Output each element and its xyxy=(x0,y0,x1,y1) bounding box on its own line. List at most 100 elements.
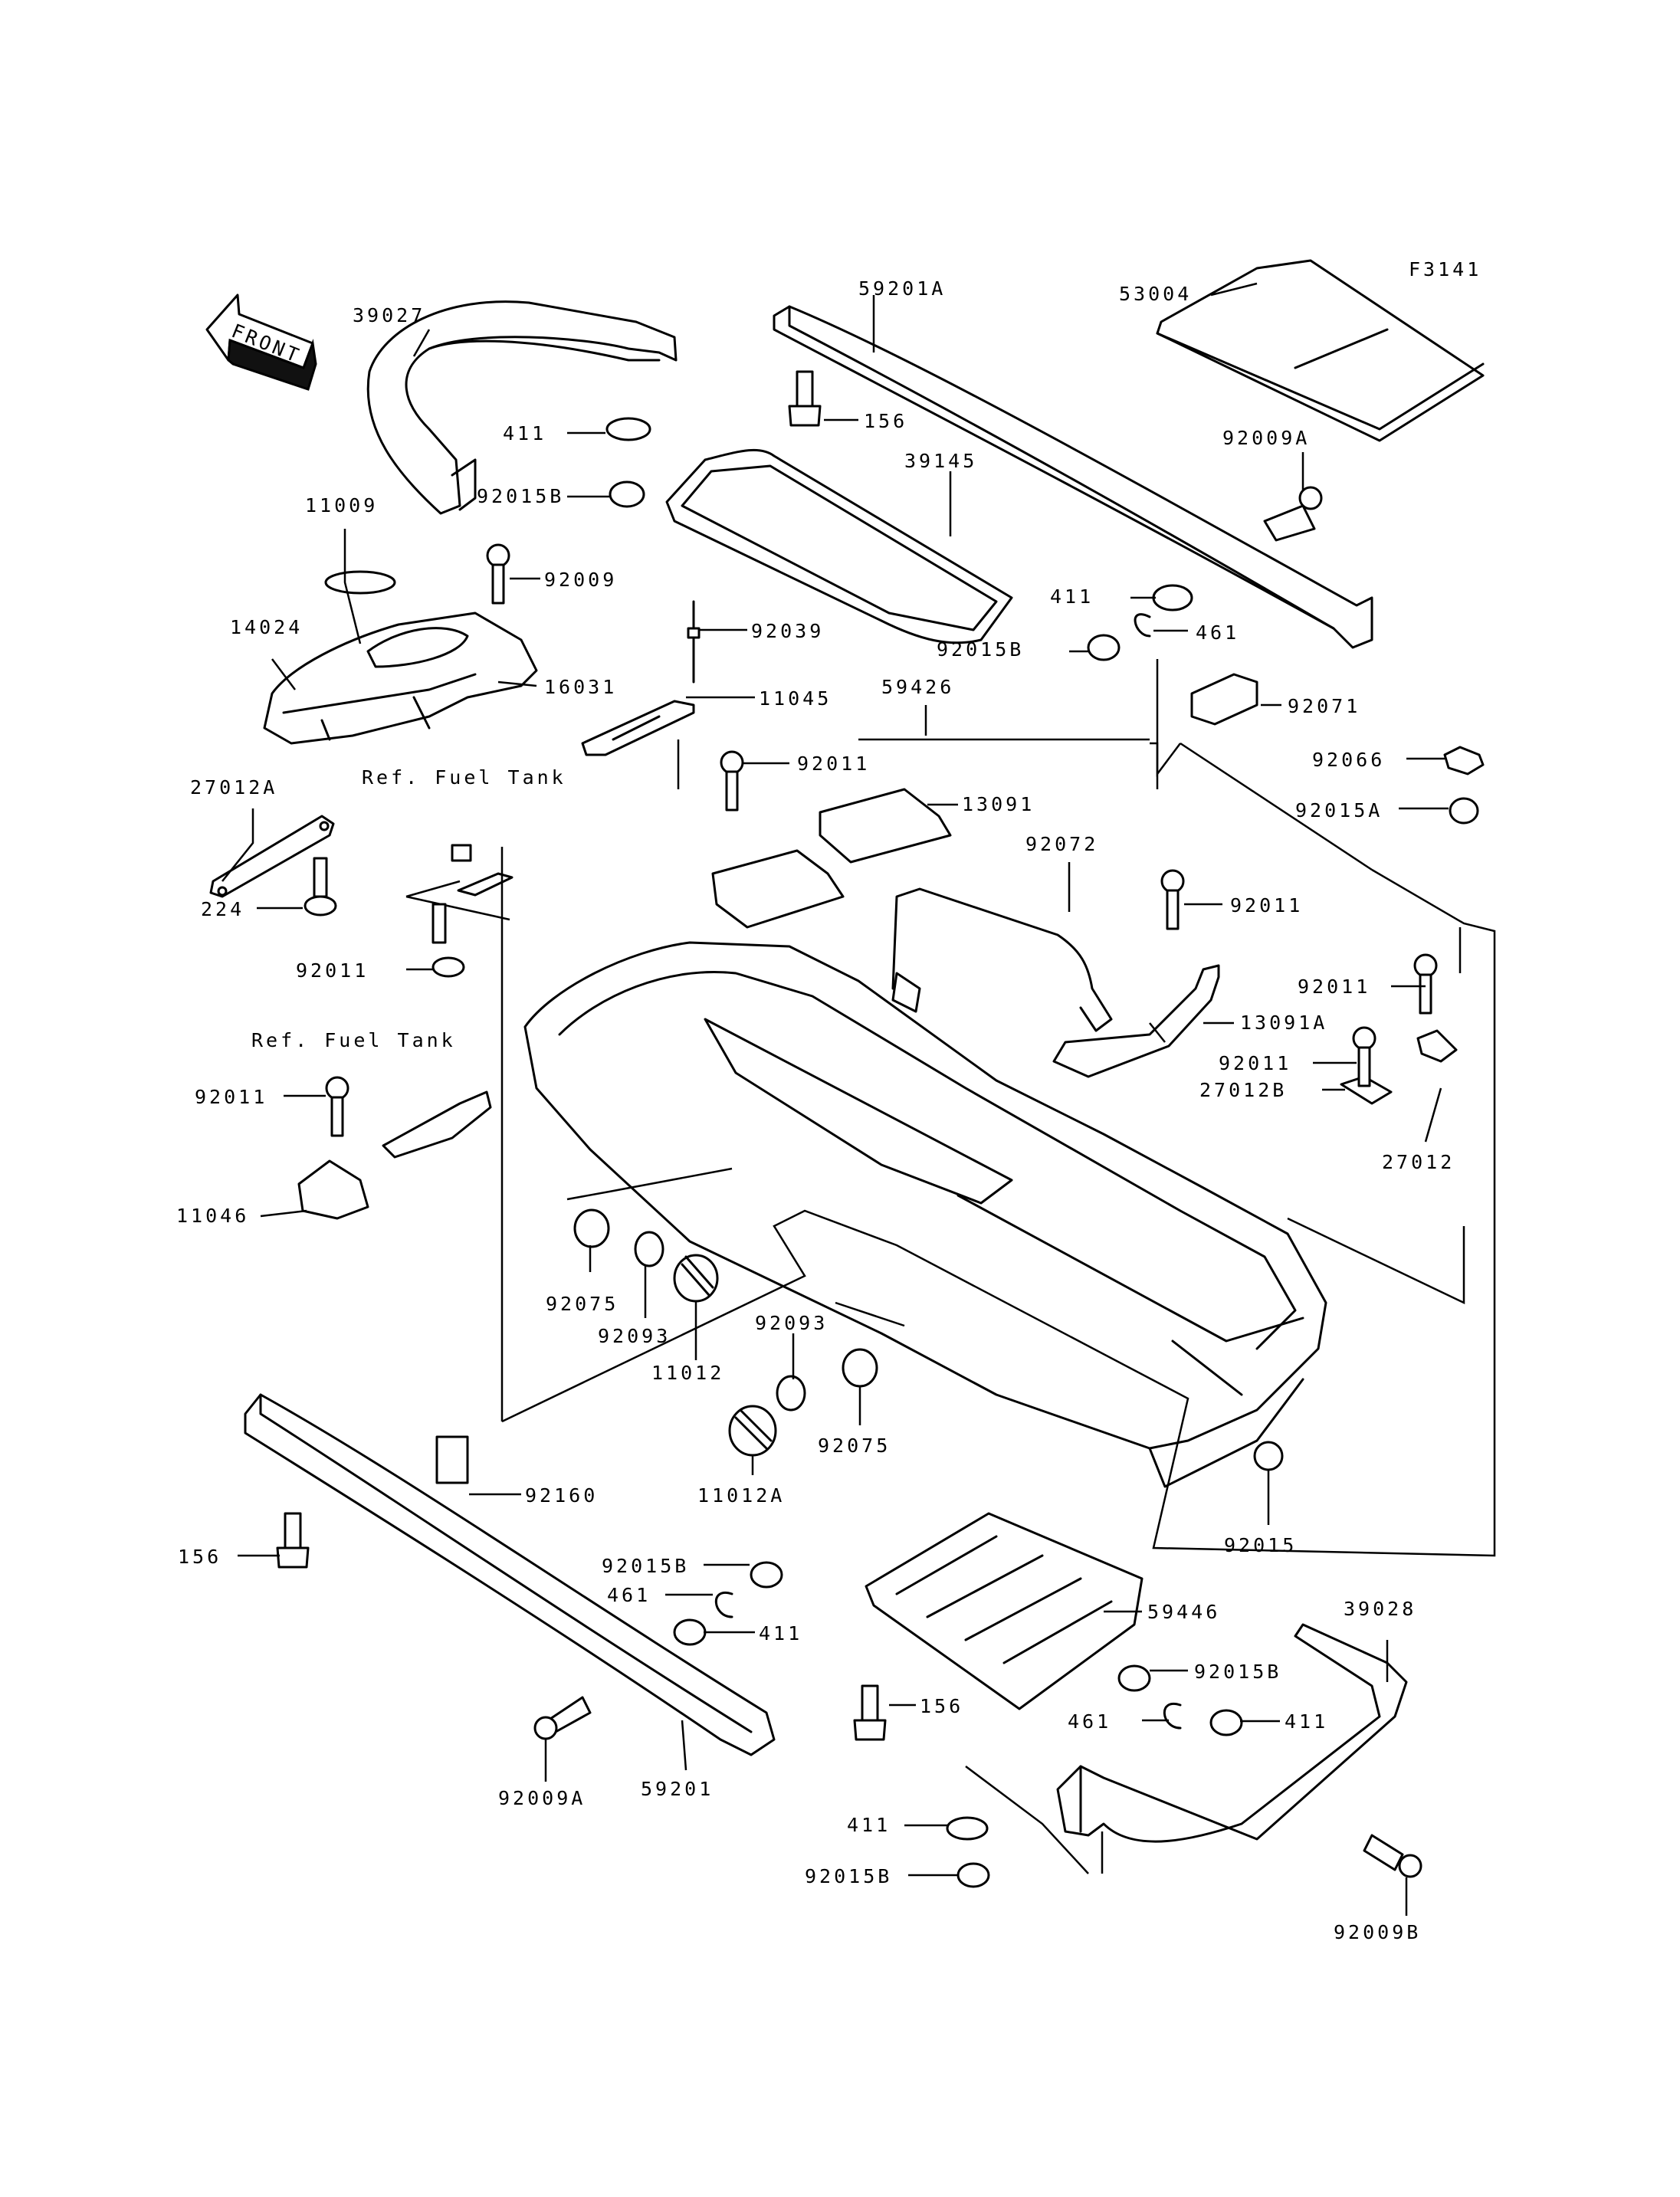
washer-411-c-icon xyxy=(673,1618,707,1646)
label-92011-d: 92011 xyxy=(1298,976,1370,998)
label-156-a: 156 xyxy=(864,410,907,432)
washer-411-e-icon xyxy=(946,1816,989,1841)
label-27012B: 27012B xyxy=(1199,1079,1287,1101)
grouping-lines xyxy=(500,659,1496,1874)
label-11009: 11009 xyxy=(305,494,378,516)
label-ref-fuel-tank-2: Ref. Fuel Tank xyxy=(251,1029,456,1051)
label-92011-a: 92011 xyxy=(797,753,870,775)
label-92066: 92066 xyxy=(1312,749,1385,771)
label-ref-fuel-tank-1: Ref. Fuel Tank xyxy=(362,766,566,789)
part-27012-clip xyxy=(1416,1029,1458,1063)
part-59426-hull xyxy=(523,941,1327,1488)
washer-411-a-icon xyxy=(605,417,651,441)
label-92015B-e: 92015B xyxy=(805,1865,892,1887)
part-92075-plug-b xyxy=(842,1348,878,1388)
bolt-92011-d-icon xyxy=(1413,953,1438,1015)
part-92072-strap xyxy=(891,887,1113,1032)
part-27012A-bracket xyxy=(209,815,335,898)
bolt-92009A-a-icon xyxy=(1263,486,1323,542)
part-92075-plug-a xyxy=(573,1208,610,1248)
label-411-a: 411 xyxy=(503,422,546,444)
part-13091-brackets xyxy=(711,788,952,929)
hardware-nuts-washers xyxy=(605,417,1479,1888)
label-92160: 92160 xyxy=(525,1484,598,1507)
label-11045: 11045 xyxy=(759,687,832,710)
label-92075-a: 92075 xyxy=(546,1293,619,1315)
part-92160-pad xyxy=(435,1435,469,1484)
part-59201A-rail xyxy=(773,305,1373,649)
part-92093-ring-b xyxy=(776,1375,806,1412)
label-11046: 11046 xyxy=(176,1205,249,1227)
label-39145: 39145 xyxy=(904,450,977,472)
label-224: 224 xyxy=(201,898,244,920)
label-53004: 53004 xyxy=(1119,283,1192,305)
label-92015A: 92015A xyxy=(1295,799,1383,821)
nut-92015B-b-icon xyxy=(1087,634,1121,661)
label-92011-e: 92011 xyxy=(1219,1052,1291,1074)
part-11046-bracket xyxy=(297,1159,369,1220)
part-labels: 39027 59201A 53004 411 92015B 11009 9200… xyxy=(176,277,1455,1943)
label-156-c: 156 xyxy=(920,1695,963,1717)
part-92071-block xyxy=(1190,673,1258,726)
washer-411-b-icon xyxy=(1152,584,1193,612)
label-59446: 59446 xyxy=(1147,1601,1220,1623)
label-16031: 16031 xyxy=(544,676,617,698)
bolt-92009-icon xyxy=(486,543,510,605)
part-53004-pad xyxy=(1156,259,1485,442)
clip-461-a-icon xyxy=(1134,613,1151,638)
label-411-c: 411 xyxy=(759,1622,802,1644)
label-411-e: 411 xyxy=(847,1814,891,1836)
nut-92015B-d-icon xyxy=(1117,1664,1151,1692)
label-92015B-b: 92015B xyxy=(937,638,1024,661)
bolt-156-b-icon xyxy=(276,1512,310,1569)
part-11012A-plug xyxy=(728,1405,777,1457)
nut-92015B-a-icon xyxy=(609,480,645,508)
bolt-92011-b-icon xyxy=(431,903,465,978)
label-411-d: 411 xyxy=(1285,1710,1328,1733)
bolt-92009B-icon xyxy=(1363,1834,1422,1878)
label-461-b: 461 xyxy=(607,1584,651,1606)
part-11045-plate xyxy=(581,700,695,756)
label-92039: 92039 xyxy=(751,620,824,642)
part-59446-grate xyxy=(865,1512,1144,1710)
label-92011-f: 92011 xyxy=(195,1086,267,1108)
label-27012: 27012 xyxy=(1382,1151,1455,1173)
part-59201-rail xyxy=(244,1393,776,1756)
washer-411-d-icon xyxy=(1209,1709,1243,1736)
label-92071: 92071 xyxy=(1288,695,1360,717)
clip-461-c-icon xyxy=(1163,1702,1182,1730)
part-13091A-bracket xyxy=(1052,964,1220,1078)
label-27012A: 27012A xyxy=(190,776,277,798)
label-461-a: 461 xyxy=(1196,621,1239,644)
label-411-b: 411 xyxy=(1050,585,1094,608)
part-27012B-clip xyxy=(1340,1075,1393,1105)
part-92039-pin xyxy=(687,600,701,684)
label-11012A: 11012A xyxy=(697,1484,785,1507)
label-92009: 92009 xyxy=(544,569,617,591)
hardware-bolts xyxy=(276,370,1438,1878)
label-92093-b: 92093 xyxy=(755,1312,828,1334)
clip-461-b-icon xyxy=(714,1591,733,1618)
bolt-92011-a-icon xyxy=(720,750,744,812)
nut-92015-icon xyxy=(1253,1441,1284,1471)
nut-92015B-e-icon xyxy=(956,1862,990,1888)
nut-92015A-icon xyxy=(1449,797,1479,825)
nut-92015B-c-icon xyxy=(750,1561,783,1589)
part-92066-cap xyxy=(1443,746,1485,776)
bolt-156-a-icon xyxy=(788,370,822,427)
label-92011-b: 92011 xyxy=(1230,894,1303,917)
part-39027-handle xyxy=(366,300,678,515)
part-39145-seal xyxy=(665,448,1013,644)
label-92009A-b: 92009A xyxy=(498,1787,586,1809)
part-14024-cover xyxy=(263,612,538,745)
label-13091A: 13091A xyxy=(1240,1012,1327,1034)
figure-code: F3141 xyxy=(1409,258,1481,280)
bolt-92009A-b-icon xyxy=(533,1696,592,1740)
label-39028: 39028 xyxy=(1344,1598,1416,1620)
label-59201: 59201 xyxy=(641,1778,714,1800)
label-92093-a: 92093 xyxy=(598,1325,671,1347)
part-11009-ring xyxy=(324,570,396,595)
label-461-c: 461 xyxy=(1068,1710,1111,1733)
